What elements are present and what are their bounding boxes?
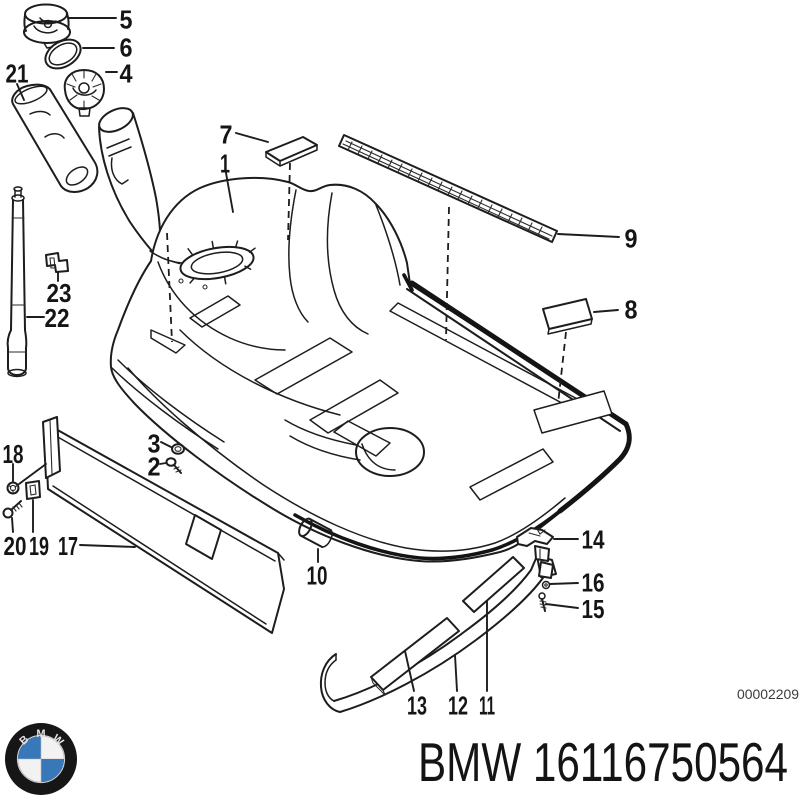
callout-13: 13: [407, 691, 427, 721]
roller-10-drawing: [298, 517, 333, 549]
fuel-cap-drawing: [23, 3, 71, 49]
callout-18: 18: [3, 439, 24, 469]
callout-14: 14: [582, 525, 605, 555]
callout-19: 19: [29, 531, 49, 561]
rubber-pad-7-drawing: [265, 136, 318, 167]
seal-ring-drawing: [44, 38, 82, 70]
heat-shield-drawing: [42, 416, 285, 634]
callout-labels: 5 6 4 21 7 1 9 8 23 22 3 2 18 20 19 17 1…: [3, 5, 638, 721]
strap-pad-12: [462, 556, 525, 613]
callout-10: 10: [307, 561, 328, 591]
callout-2: 2: [148, 452, 161, 482]
washer-3-drawing: [171, 443, 185, 455]
callout-12: 12: [448, 691, 468, 721]
callout-7: 7: [220, 120, 233, 150]
diagram-code: 00002209: [737, 686, 799, 702]
callout-16: 16: [582, 568, 605, 598]
nut-16-drawing: [541, 580, 551, 590]
callout-17: 17: [58, 531, 78, 561]
callout-9: 9: [625, 224, 638, 254]
callout-1: 1: [220, 149, 230, 179]
nut-18-drawing: [6, 481, 20, 495]
fuel-tank-drawing: [109, 176, 632, 563]
callout-3: 3: [148, 429, 161, 459]
bmw-logo-letter-m: M: [36, 728, 45, 740]
roundel-quadrant-top-left: [18, 736, 41, 759]
callout-5: 5: [120, 5, 133, 35]
callout-15: 15: [582, 594, 605, 624]
vent-tube-drawing: [6, 186, 28, 378]
callout-8: 8: [625, 295, 638, 325]
callout-23: 23: [47, 278, 72, 308]
strap-pad-13: [370, 617, 460, 691]
callout-11: 11: [479, 691, 495, 721]
trim-strip-drawing: [338, 134, 558, 243]
bolt-20-drawing: [2, 500, 23, 519]
callout-22: 22: [45, 303, 70, 333]
callout-21: 21: [6, 59, 29, 89]
bolt-2-drawing: [165, 457, 182, 474]
callout-20: 20: [4, 531, 27, 561]
roundel-quadrant-top-right: [40, 735, 65, 760]
clip-19-drawing: [25, 480, 41, 500]
vent-valve-drawing: [63, 69, 105, 117]
assembly-axis-lines: [166, 162, 567, 405]
leader-lines: [11, 17, 620, 692]
callout-6: 6: [120, 33, 133, 63]
roundel-inner-rim: [16, 734, 66, 784]
bolt-15-drawing: [538, 592, 547, 612]
roundel-quadrant-bottom-right: [41, 759, 64, 782]
callout-4: 4: [120, 59, 133, 89]
roundel-quadrant-bottom-left: [17, 758, 42, 783]
part-number-text: BMW 16116750564: [418, 731, 788, 793]
bracket-14-drawing: [516, 527, 554, 579]
bmw-roundel-logo: B M W: [5, 723, 77, 795]
rubber-pad-8-drawing: [542, 298, 593, 335]
